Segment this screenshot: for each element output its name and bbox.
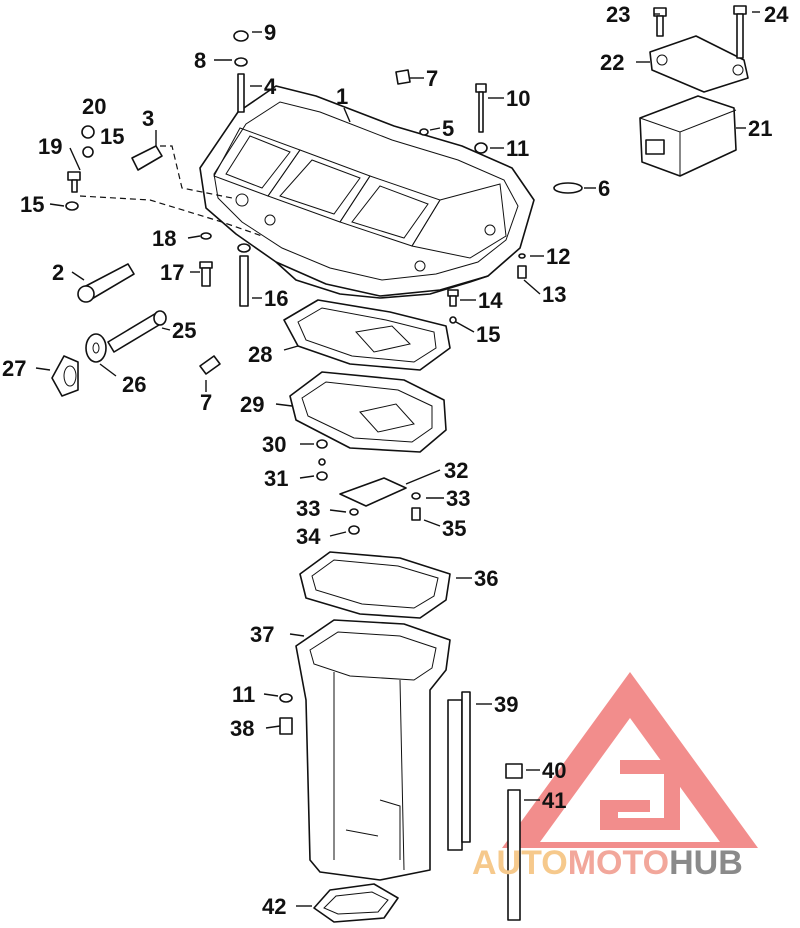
callout-14: 14 bbox=[478, 288, 503, 313]
watermark-text-auto: AUTO bbox=[472, 844, 568, 882]
callout-42: 42 bbox=[262, 894, 286, 919]
callout-9: 9 bbox=[264, 20, 276, 45]
callout-25: 25 bbox=[172, 318, 196, 343]
part-grommet-27 bbox=[51, 355, 79, 397]
part-washer-26 bbox=[85, 333, 107, 363]
part-small-hardware-mid bbox=[316, 439, 421, 535]
callout-21: 21 bbox=[748, 116, 772, 141]
callout-23: 23 bbox=[606, 2, 630, 27]
callout-39: 39 bbox=[494, 692, 518, 717]
callout-19: 19 bbox=[38, 134, 62, 159]
part-gasket-28 bbox=[283, 299, 451, 371]
callout-37: 37 bbox=[250, 622, 274, 647]
callout-11-bottom: 11 bbox=[232, 682, 255, 707]
part-small-hardware-low bbox=[279, 691, 523, 923]
callout-29: 29 bbox=[240, 392, 264, 417]
callout-32: 32 bbox=[444, 458, 468, 483]
callout-10: 10 bbox=[506, 86, 530, 111]
callout-20: 20 bbox=[82, 94, 106, 119]
part-bracket bbox=[649, 35, 749, 93]
callout-31: 31 bbox=[264, 466, 288, 491]
callout-1: 1 bbox=[336, 84, 348, 109]
watermark-text-moto: MOTO bbox=[568, 844, 669, 882]
callout-38: 38 bbox=[230, 716, 254, 741]
watermark-logo-triangle bbox=[502, 672, 758, 848]
part-adapter-plate bbox=[199, 85, 535, 299]
callout-27: 27 bbox=[2, 356, 26, 381]
part-housing-37 bbox=[295, 619, 451, 881]
callout-5: 5 bbox=[442, 116, 454, 141]
part-gasket-36 bbox=[299, 551, 451, 619]
part-bolt-24 bbox=[733, 5, 747, 59]
callout-28: 28 bbox=[248, 342, 272, 367]
callout-11-top: 11 bbox=[506, 136, 529, 161]
callout-17: 17 bbox=[160, 260, 184, 285]
watermark-text-hub: HUB bbox=[669, 844, 743, 882]
leader-lines bbox=[35, 11, 760, 907]
callout-labels: 1 2 3 4 5 6 7 7 8 9 10 11 11 12 13 14 15… bbox=[2, 2, 789, 919]
callout-8: 8 bbox=[194, 48, 206, 73]
callout-3: 3 bbox=[142, 106, 154, 131]
part-shaft-25 bbox=[107, 310, 167, 353]
part-module bbox=[639, 95, 737, 177]
callout-6: 6 bbox=[598, 176, 610, 201]
part-fitting-2 bbox=[77, 263, 135, 303]
callout-13: 13 bbox=[542, 282, 566, 307]
callout-12: 12 bbox=[546, 244, 570, 269]
callout-41: 41 bbox=[542, 788, 566, 813]
callout-4: 4 bbox=[264, 74, 277, 99]
callout-15-top: 15 bbox=[100, 124, 124, 149]
callout-40: 40 bbox=[542, 758, 566, 783]
callout-33-left: 33 bbox=[296, 496, 320, 521]
part-small-hardware bbox=[65, 30, 583, 324]
callout-24: 24 bbox=[764, 2, 789, 27]
watermark-text: AUTOMOTOHUB bbox=[472, 844, 743, 882]
callout-30: 30 bbox=[262, 432, 286, 457]
callout-2: 2 bbox=[52, 260, 64, 285]
callout-34: 34 bbox=[296, 524, 321, 549]
callout-16: 16 bbox=[264, 286, 288, 311]
part-plate-29 bbox=[289, 371, 447, 453]
part-fitting-7b bbox=[199, 355, 221, 375]
part-bolt-23 bbox=[653, 7, 667, 37]
callout-36: 36 bbox=[474, 566, 498, 591]
callout-15-left: 15 bbox=[20, 192, 44, 217]
callout-15-right: 15 bbox=[476, 322, 500, 347]
callout-18: 18 bbox=[152, 226, 176, 251]
callout-33-right: 33 bbox=[446, 486, 470, 511]
callout-35: 35 bbox=[442, 516, 466, 541]
callout-7-top: 7 bbox=[426, 66, 438, 91]
callout-7-bottom: 7 bbox=[200, 390, 212, 415]
watermark-logo-g-mark bbox=[600, 760, 680, 830]
callout-22: 22 bbox=[600, 50, 624, 75]
watermark-logo bbox=[502, 672, 758, 848]
callout-26: 26 bbox=[122, 372, 146, 397]
